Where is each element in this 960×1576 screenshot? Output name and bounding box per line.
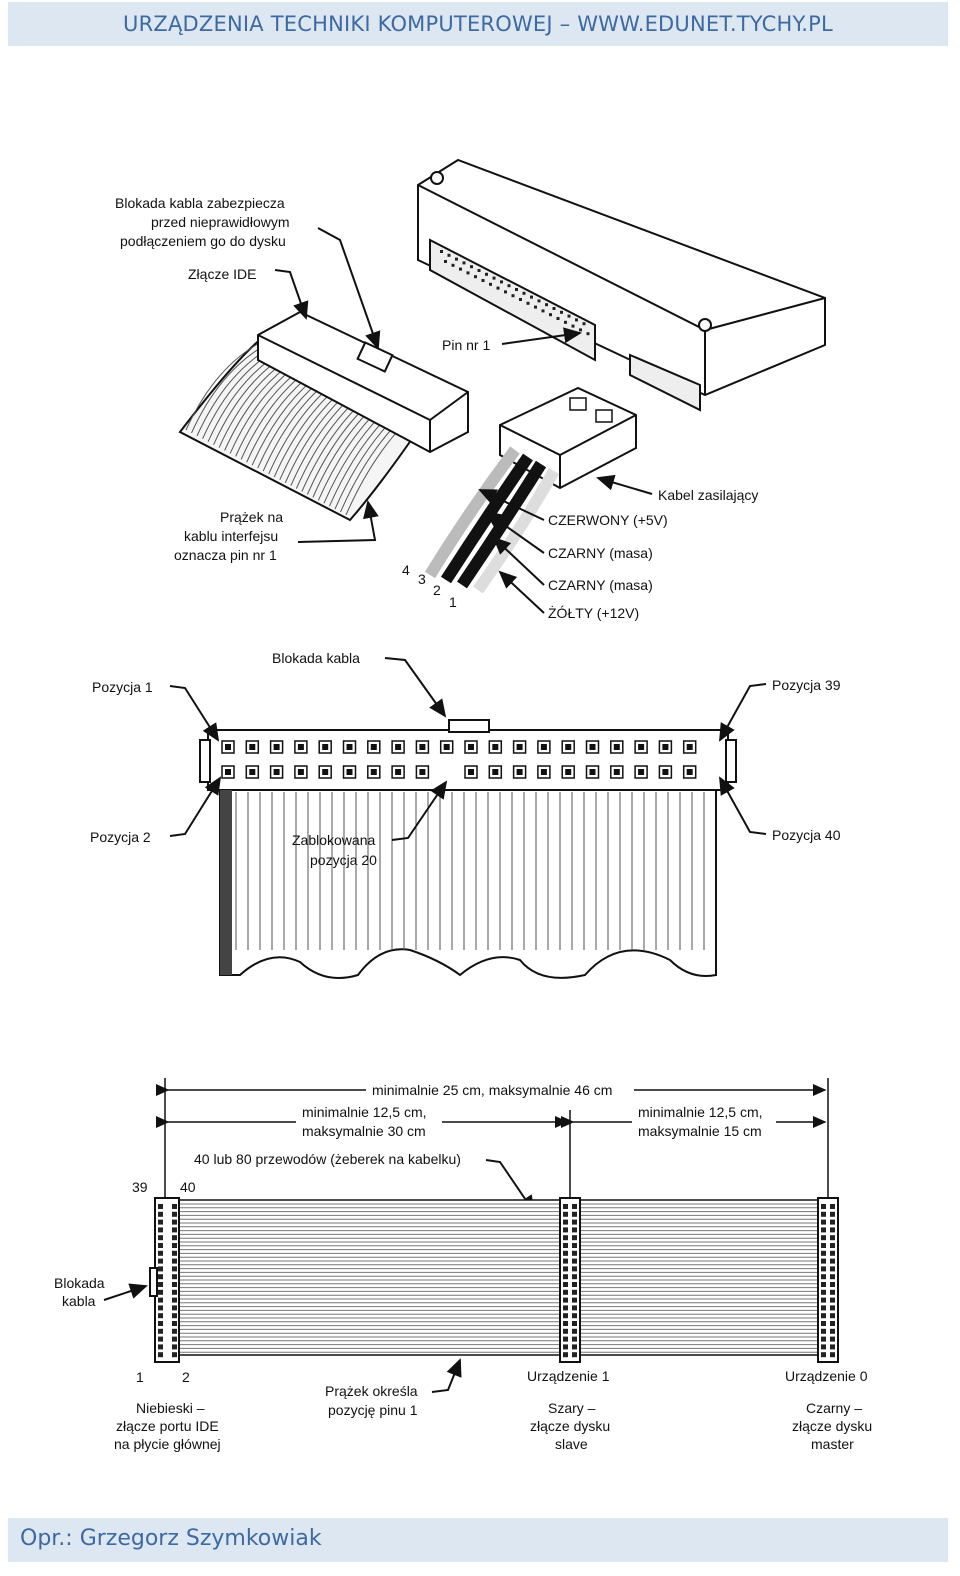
wire-number-4: 4 bbox=[402, 562, 410, 578]
lock-note-line3: podłączeniem go do dysku bbox=[120, 233, 286, 249]
wire-black1-label: CZARNY (masa) bbox=[548, 545, 653, 561]
segment1-line2: maksymalnie 30 cm bbox=[302, 1123, 426, 1139]
figure-drive-connectors: Blokada kabla zabezpiecza przed nieprawi… bbox=[115, 158, 826, 621]
pin1-label: Pin nr 1 bbox=[442, 337, 490, 353]
pin39-label: 39 bbox=[132, 1179, 148, 1195]
device1-label: Urządzenie 1 bbox=[527, 1368, 610, 1384]
segment2-line1: minimalnie 12,5 cm, bbox=[638, 1104, 763, 1120]
pin40-label: 40 bbox=[180, 1179, 196, 1195]
grey-line3: slave bbox=[555, 1436, 588, 1452]
cable-lock-key bbox=[448, 719, 490, 733]
ide-connector-label: Złącze IDE bbox=[188, 266, 256, 282]
segment2-line2: maksymalnie 15 cm bbox=[638, 1123, 762, 1139]
black-line2: złącze dysku bbox=[792, 1418, 872, 1434]
total-length-label: minimalnie 25 cm, maksymalnie 46 cm bbox=[372, 1082, 612, 1098]
blue-line1: Niebieski – bbox=[136, 1400, 205, 1416]
grey-line1: Szary – bbox=[548, 1400, 596, 1416]
stripe-label-line1: Prążek określa bbox=[325, 1383, 418, 1399]
pos39-label: Pozycja 39 bbox=[772, 677, 841, 693]
wire-yellow-label: ŻÓŁTY (+12V) bbox=[548, 604, 639, 621]
blue-line3: na płycie głównej bbox=[114, 1436, 221, 1452]
conductors-label: 40 lub 80 przewodów (żeberek na kabelku) bbox=[194, 1151, 461, 1167]
wire-black2-label: CZARNY (masa) bbox=[548, 577, 653, 593]
lock-note-line2: przed nieprawidłowym bbox=[151, 214, 290, 230]
pin1-num-label: 1 bbox=[136, 1369, 144, 1385]
figure-cable-layout: minimalnie 25 cm, maksymalnie 46 cm mini… bbox=[54, 1078, 872, 1452]
pinout-holes bbox=[221, 740, 697, 779]
motherboard-connector bbox=[154, 1197, 180, 1363]
device0-label: Urządzenie 0 bbox=[785, 1368, 868, 1384]
wire-number-1: 1 bbox=[449, 594, 457, 610]
ide-ribbon-drawing bbox=[178, 310, 469, 522]
page-header: URZĄDZENIA TECHNIKI KOMPUTEROWEJ – WWW.E… bbox=[8, 2, 948, 46]
stripe-note-line3: oznacza pin nr 1 bbox=[174, 547, 277, 563]
fig3-cable-lock-line1: Blokada bbox=[54, 1275, 105, 1291]
lock-note-line1: Blokada kabla zabezpiecza bbox=[115, 195, 285, 211]
pin2-num-label: 2 bbox=[182, 1369, 190, 1385]
drive-pins bbox=[440, 250, 590, 336]
stripe-note-line2: kablu interfejsu bbox=[184, 528, 278, 544]
pos1-label: Pozycja 1 bbox=[92, 679, 153, 695]
blue-line2: złącze portu IDE bbox=[116, 1418, 219, 1434]
black-line3: master bbox=[811, 1436, 854, 1452]
hard-drive-drawing bbox=[417, 158, 826, 412]
stripe-label-line2: pozycję pinu 1 bbox=[328, 1402, 418, 1418]
connector-housing bbox=[207, 729, 729, 791]
footer-author: Opr.: Grzegorz Szymkowiak bbox=[20, 1526, 322, 1551]
page-footer: Opr.: Grzegorz Szymkowiak bbox=[8, 1518, 948, 1562]
pinout-cable-lock-label: Blokada kabla bbox=[272, 650, 360, 666]
blocked-label-line1: Zablokowana bbox=[292, 832, 375, 848]
black-line1: Czarny – bbox=[806, 1400, 862, 1416]
wire-red-label: CZERWONY (+5V) bbox=[548, 512, 668, 528]
figure-connector-pinout: Blokada kabla Pozycja 1 Pozycja 39 Pozyc… bbox=[90, 650, 841, 979]
segment1-line1: minimalnie 12,5 cm, bbox=[302, 1104, 427, 1120]
fig3-cable-lock-line2: kabla bbox=[62, 1293, 96, 1309]
grey-line2: złącze dysku bbox=[530, 1418, 610, 1434]
wire-number-3: 3 bbox=[418, 571, 426, 587]
power-cable-label: Kabel zasilający bbox=[658, 487, 758, 503]
header-title: URZĄDZENIA TECHNIKI KOMPUTEROWEJ – WWW.E… bbox=[123, 12, 833, 36]
blocked-label-line2: pozycja 20 bbox=[310, 852, 377, 868]
pos2-label: Pozycja 2 bbox=[90, 829, 151, 845]
wire-number-2: 2 bbox=[433, 582, 441, 598]
stripe-note-line1: Prążek na bbox=[220, 509, 283, 525]
pos40-label: Pozycja 40 bbox=[772, 827, 841, 843]
